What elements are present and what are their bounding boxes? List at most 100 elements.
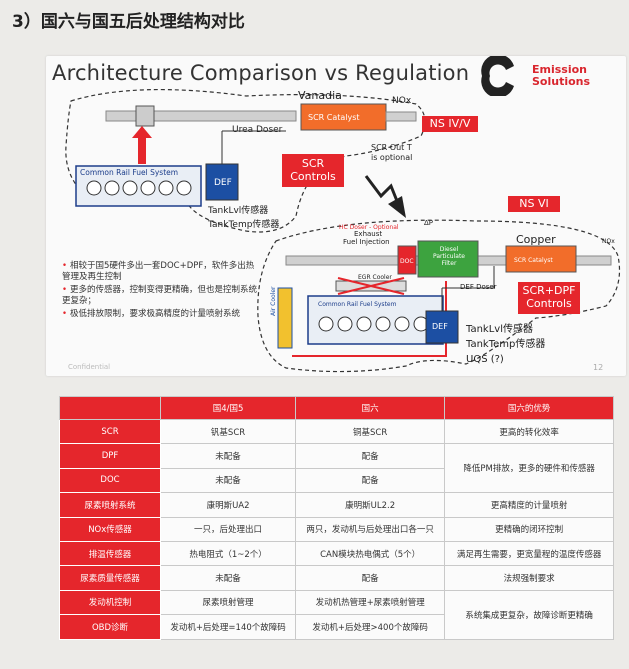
- ap-label: ΔP: [424, 219, 434, 227]
- cell-g6: 配备: [295, 565, 446, 591]
- def-label-bottom: DEF: [432, 322, 448, 331]
- bullet-list: •相较于国5硬件多出一套DOC+DPF，软件多出热管理及再生控制 •更多的传感器…: [62, 261, 262, 322]
- transition-arrow: [364, 175, 403, 212]
- nox-label-top: NOx: [392, 96, 412, 106]
- dpf-label: Diesel Particulate Filter: [433, 246, 466, 267]
- cell-g45: 一只，后处理出口: [159, 516, 297, 542]
- doc-box: [397, 245, 417, 275]
- row-header: 尿素喷射系统: [59, 492, 161, 518]
- hc-doser-label: HC Doser - Optional: [339, 224, 399, 231]
- table-row: OBD诊断发动机+后处理=140个故障码发动机+后处理>400个故障码: [59, 614, 614, 640]
- cell-g45: 尿素喷射管理: [159, 589, 297, 616]
- slide-footer: Confidential: [68, 363, 111, 371]
- cell-g6: 发动机+后处理>400个故障码: [295, 614, 446, 640]
- logo-line-2: Solutions: [532, 75, 591, 88]
- copper-label: Copper: [516, 233, 556, 246]
- cell-g45: 康明斯UA2: [159, 492, 297, 518]
- ns45-badge: NS IV/V: [422, 116, 478, 132]
- cell-g45: 未配备: [159, 443, 297, 469]
- table-row: NOx传感器一只，后处理出口两只，发动机与后处理出口各一只更精确的闭环控制: [59, 516, 614, 542]
- tanklvl-label-bottom: TankLvl传感器: [466, 324, 533, 335]
- nox-label-bottom: NOx: [602, 238, 615, 245]
- cell-advantage: 满足再生需要，更宽量程的温度传感器: [444, 540, 614, 567]
- cell-g6: 康明斯UL2.2: [295, 492, 446, 518]
- cell-g45: 钒基SCR: [159, 418, 297, 445]
- fuel-injection-label: Fuel Injection: [343, 238, 390, 246]
- urea-doser-label: Urea Doser: [232, 125, 283, 135]
- header-cell: [59, 396, 161, 420]
- cell-advantage: 系统集成更复杂，故障诊断更精确: [444, 589, 614, 640]
- row-header: 尿素质量传感器: [59, 565, 161, 591]
- air-cooler: [277, 287, 293, 349]
- row-header: 排温传感器: [59, 540, 161, 567]
- cell-g45: 未配备: [159, 565, 297, 591]
- scr-catalyst-bottom: [505, 245, 577, 273]
- exhaust-pipe-top: [105, 110, 297, 122]
- scr-controls-box: SCR Controls: [282, 154, 344, 187]
- cell-advantage: 更高的转化效率: [444, 418, 614, 445]
- slide-title: Architecture Comparison vs Regulation: [52, 61, 470, 85]
- ns6-badge: NS VI: [508, 196, 560, 212]
- header-cell: 国4/国5: [159, 396, 297, 420]
- def-doser-label: DEF Doser: [460, 283, 497, 291]
- crfs-label-top: Common Rail Fuel System: [80, 168, 179, 177]
- row-header: DPF: [59, 443, 161, 469]
- slide: Architecture Comparison vs Regulation Em…: [46, 54, 626, 376]
- row-header: SCR: [59, 418, 161, 445]
- cell-advantage: 法规强制要求: [444, 565, 614, 591]
- table-row: 尿素质量传感器未配备配备法规强制要求: [59, 565, 614, 591]
- row-header: OBD诊断: [59, 614, 161, 640]
- header-cell: 国六: [295, 396, 446, 420]
- scr-out-label: SCR Out T: [371, 143, 412, 152]
- cell-advantage: 更精确的闭环控制: [444, 516, 614, 542]
- cell-g6: 发动机热管理+尿素喷射管理: [295, 589, 446, 616]
- ns6-boundary: [257, 219, 621, 373]
- exhaust-label: Exhaust: [354, 230, 383, 238]
- tanktemp-label-top: TankTemp传感器: [208, 220, 280, 230]
- cummins-logo: Emission Solutions: [476, 54, 626, 98]
- architecture-diagram: [65, 88, 621, 373]
- crfs-label-bottom: Common Rail Fuel System: [318, 301, 397, 308]
- header-cell: 国六的优势: [444, 396, 614, 420]
- section-heading: 3）国六与国五后处理结构对比: [12, 12, 245, 32]
- cell-advantage: 降低PM排放，更多的硬件和传感器: [444, 443, 614, 494]
- vanadia-label: Vanadia: [298, 89, 342, 102]
- cell-g6: 两只，发动机与后处理出口各一只: [295, 516, 446, 542]
- cell-g45: 未配备: [159, 467, 297, 494]
- bullet-item: •更多的传感器，控制变得更精确，但也是控制系统更复杂；: [62, 285, 258, 306]
- logo-line-1: Emission: [532, 63, 587, 76]
- table-header-row: 国4/国5 国六 国六的优势: [59, 396, 614, 420]
- cell-advantage: 更高精度的计量喷射: [444, 492, 614, 518]
- scr-catalyst-label-top: SCR Catalyst: [308, 113, 360, 122]
- bullet-item: •极低排放限制，要求极高精度的计量喷射系统: [62, 309, 241, 319]
- egr-arrow-top: [138, 136, 146, 164]
- slide-page-number: 12: [593, 363, 604, 372]
- egr-cooler-label: EGR Cooler: [358, 274, 392, 281]
- cell-g6: 配备: [295, 467, 446, 494]
- turbo-top: [135, 105, 155, 127]
- cell-g45: 热电阻式（1~2个）: [159, 540, 297, 567]
- scr-catalyst-label-bottom: SCR Catalyst: [514, 257, 553, 264]
- row-header: 发动机控制: [59, 589, 161, 616]
- doc-label: DOC: [400, 258, 414, 265]
- row-header: NOx传感器: [59, 516, 161, 542]
- table-row: 排温传感器热电阻式（1~2个）CAN模块热电偶式（5个）满足再生需要，更宽量程的…: [59, 540, 614, 567]
- is-optional-label: is optional: [371, 153, 413, 162]
- cell-g6: 配备: [295, 443, 446, 469]
- table-row: 发动机控制尿素喷射管理发动机热管理+尿素喷射管理系统集成更复杂，故障诊断更精确: [59, 589, 614, 640]
- def-label-top: DEF: [214, 178, 232, 188]
- cell-g45: 发动机+后处理=140个故障码: [159, 614, 297, 640]
- tanklvl-label-top: TankLvl传感器: [208, 206, 269, 216]
- air-cooler-label: Air Cooler: [270, 286, 277, 316]
- cell-g6: CAN模块热电偶式（5个）: [295, 540, 446, 567]
- bullet-item: •相较于国5硬件多出一套DOC+DPF，软件多出热管理及再生控制: [62, 261, 255, 282]
- uqs-label: UQS (?): [466, 354, 504, 365]
- tanktemp-label-bottom: TankTemp传感器: [466, 339, 546, 350]
- row-header: DOC: [59, 467, 161, 494]
- cell-g6: 铜基SCR: [295, 418, 446, 445]
